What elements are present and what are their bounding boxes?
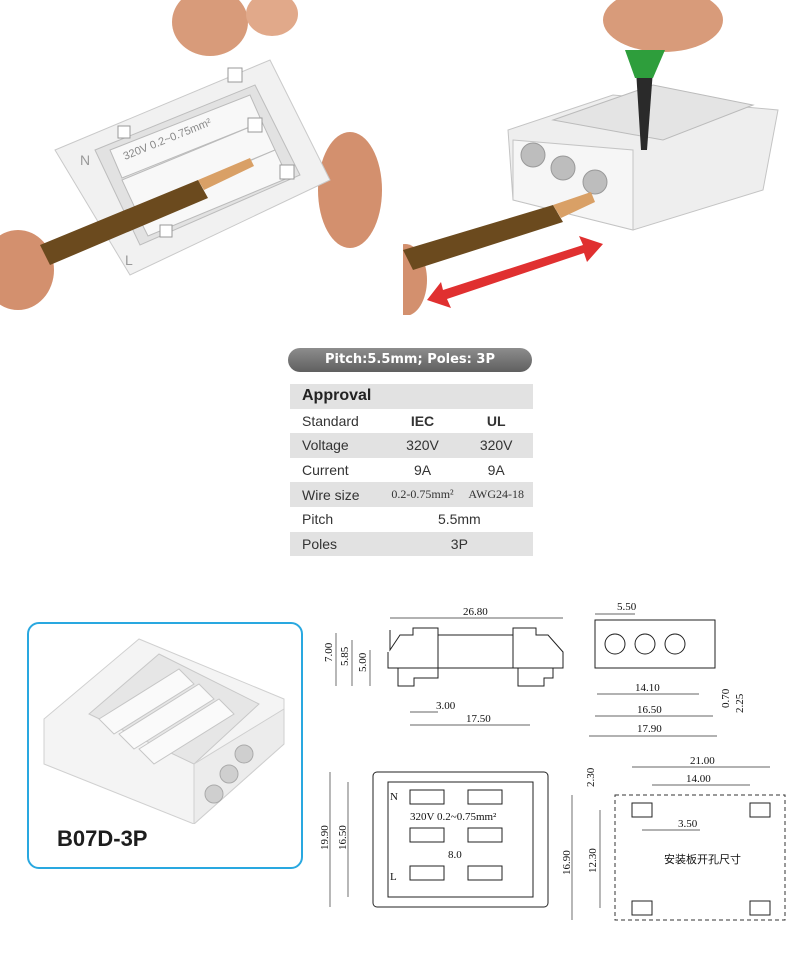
table-row: Current 9A 9A bbox=[290, 458, 533, 483]
col-iec: IEC bbox=[410, 412, 435, 429]
table-row: Poles 3P bbox=[290, 531, 533, 557]
table-row: Voltage 320V 320V bbox=[290, 433, 533, 458]
dim-c350: 3.50 bbox=[678, 818, 698, 830]
svg-text:N: N bbox=[80, 152, 90, 168]
cell-value: 0.2-0.75mm² bbox=[385, 482, 460, 507]
dim-h070: 0.70 bbox=[720, 688, 732, 708]
cell-value: 9A bbox=[413, 462, 432, 479]
row-label: Pitch bbox=[302, 511, 334, 528]
product-render bbox=[43, 638, 285, 824]
dim-h225: 2.25 bbox=[734, 693, 746, 713]
table-row: Wire size 0.2-0.75mm² AWG24-18 bbox=[290, 482, 533, 507]
dim-w1410: 14.10 bbox=[635, 682, 660, 694]
cell-value: 3P bbox=[385, 531, 533, 557]
svg-text:L: L bbox=[125, 252, 133, 268]
dim-w1790: 17.90 bbox=[637, 723, 662, 735]
dim-h700: 7.00 bbox=[323, 642, 335, 662]
dim-w300: 3.00 bbox=[436, 700, 456, 712]
top-mark-n: N bbox=[390, 791, 398, 803]
top-strip-length: 8.0 bbox=[448, 849, 462, 861]
top-mark-l: L bbox=[390, 871, 397, 883]
dim-w1750: 17.50 bbox=[466, 713, 491, 725]
row-label: Current bbox=[302, 462, 349, 479]
side-view-drawing: 5.50 14.10 16.50 17.90 0.70 2.25 bbox=[589, 601, 746, 737]
dim-h585: 5.85 bbox=[339, 646, 351, 666]
approval-spec-table: Approval Standard IEC UL Voltage 320V 32… bbox=[290, 384, 533, 557]
panel-cutout-drawing: 21.00 14.00 3.50 2.30 12.30 16.90 安装板开孔尺… bbox=[561, 755, 786, 921]
dim-top-h1650: 16.50 bbox=[337, 825, 349, 850]
table-row: Standard IEC UL bbox=[290, 409, 533, 434]
dim-h500: 5.00 bbox=[357, 652, 369, 672]
top-view-drawing: 320V 0.2~0.75mm² 8.0 N L 19.90 16.50 bbox=[319, 771, 549, 908]
col-ul: UL bbox=[486, 412, 506, 429]
row-label: Wire size bbox=[290, 482, 386, 507]
table-header: Approval bbox=[290, 384, 533, 409]
row-label: Standard bbox=[302, 412, 359, 429]
row-label: Poles bbox=[290, 531, 386, 557]
product-photo-release-wire bbox=[403, 0, 800, 315]
model-label: B07D-3P bbox=[57, 826, 148, 851]
dim-side-pitch: 5.50 bbox=[617, 601, 637, 613]
dim-c1400: 14.00 bbox=[686, 773, 711, 785]
dim-front-width: 26.80 bbox=[463, 606, 488, 618]
dim-top-h1990: 19.90 bbox=[319, 825, 331, 850]
cell-value: 5.5mm bbox=[437, 511, 481, 528]
table-row: Pitch 5.5mm bbox=[290, 507, 533, 532]
dim-c1230: 12.30 bbox=[587, 848, 599, 873]
product-card: B07D-3P bbox=[27, 622, 303, 869]
cell-value: 320V bbox=[385, 433, 460, 458]
table-row: Approval bbox=[290, 384, 533, 409]
cutout-caption: 安装板开孔尺寸 bbox=[664, 852, 741, 866]
dim-c230: 2.30 bbox=[585, 767, 597, 787]
dim-c1690: 16.90 bbox=[561, 850, 573, 875]
cell-value: 320V bbox=[459, 433, 533, 458]
cell-value: 9A bbox=[487, 462, 505, 479]
dim-w1650: 16.50 bbox=[637, 704, 662, 716]
spec-banner: Pitch:5.5mm; Poles: 3P bbox=[288, 348, 532, 372]
front-view-drawing: 26.80 7.00 5.85 5.00 3.00 17.50 bbox=[323, 606, 564, 726]
product-photo-insert-wire: 320V 0.2~0.75mm² N L bbox=[0, 0, 397, 315]
row-label: Voltage bbox=[290, 433, 386, 458]
top-marking: 320V 0.2~0.75mm² bbox=[410, 811, 497, 823]
dim-c2100: 21.00 bbox=[690, 755, 715, 767]
cell-value: AWG24-18 bbox=[459, 482, 533, 507]
